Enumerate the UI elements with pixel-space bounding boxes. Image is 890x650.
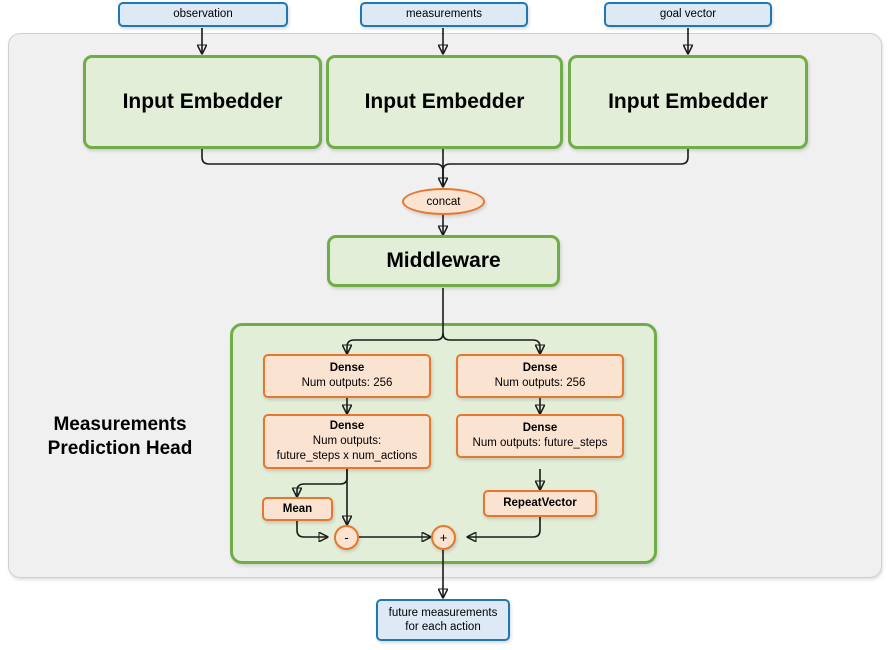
section-label-line-2: Prediction Head bbox=[47, 437, 193, 459]
left-dense-1-title: Dense bbox=[329, 362, 365, 375]
node-input-embedder-2[interactable]: Input Embedder bbox=[326, 55, 563, 149]
node-subtract-operator[interactable]: - bbox=[334, 525, 359, 550]
output-label-line-1: future measurements bbox=[388, 606, 498, 619]
section-label-line-1: Measurements bbox=[53, 414, 187, 435]
node-middleware[interactable]: Middleware bbox=[327, 235, 560, 287]
measurements-prediction-head-label: Measurements Prediction Head bbox=[25, 413, 215, 461]
left-dense-2-detail-line-1: Num outputs: bbox=[312, 435, 382, 448]
input-box-goal-vector[interactable]: goal vector bbox=[604, 2, 772, 27]
subtract-symbol: - bbox=[344, 530, 349, 545]
repeat-vector-label: RepeatVector bbox=[503, 497, 577, 510]
output-label-line-2: for each action bbox=[405, 621, 481, 633]
middleware-label: Middleware bbox=[386, 249, 501, 272]
input-embedder-2-label: Input Embedder bbox=[364, 90, 525, 113]
node-input-embedder-1[interactable]: Input Embedder bbox=[83, 55, 322, 149]
right-dense-2-detail: Num outputs: future_steps bbox=[472, 437, 608, 449]
left-dense-2-title: Dense bbox=[329, 420, 365, 433]
input-embedder-3-label: Input Embedder bbox=[608, 90, 768, 113]
node-left-dense-1[interactable]: Dense Num outputs: 256 bbox=[263, 354, 431, 398]
left-dense-1-detail: Num outputs: 256 bbox=[301, 377, 393, 389]
node-repeat-vector[interactable]: RepeatVector bbox=[483, 490, 597, 517]
right-dense-1-detail: Num outputs: 256 bbox=[494, 377, 586, 389]
input-box-measurements[interactable]: measurements bbox=[360, 2, 528, 27]
left-dense-2-detail-line-2: future_steps x num_actions bbox=[276, 449, 418, 462]
input-embedder-1-label: Input Embedder bbox=[122, 90, 283, 113]
node-concat[interactable]: concat bbox=[402, 188, 485, 215]
input-label-observation: observation bbox=[173, 8, 233, 21]
add-symbol: + bbox=[439, 530, 448, 545]
output-box-future-measurements[interactable]: future measurements for each action bbox=[376, 599, 510, 641]
node-right-dense-1[interactable]: Dense Num outputs: 256 bbox=[456, 354, 624, 398]
input-box-observation[interactable]: observation bbox=[118, 2, 288, 27]
right-dense-2-title: Dense bbox=[522, 422, 558, 435]
node-input-embedder-3[interactable]: Input Embedder bbox=[568, 55, 808, 149]
node-left-dense-2[interactable]: Dense Num outputs: future_steps x num_ac… bbox=[263, 414, 431, 469]
input-label-goal-vector: goal vector bbox=[659, 8, 717, 21]
input-label-measurements: measurements bbox=[405, 8, 483, 21]
right-dense-1-title: Dense bbox=[522, 362, 558, 375]
concat-label: concat bbox=[426, 195, 461, 208]
mean-label: Mean bbox=[282, 502, 313, 515]
node-mean[interactable]: Mean bbox=[262, 497, 333, 521]
node-right-dense-2[interactable]: Dense Num outputs: future_steps bbox=[456, 414, 624, 458]
node-add-operator[interactable]: + bbox=[431, 525, 456, 550]
